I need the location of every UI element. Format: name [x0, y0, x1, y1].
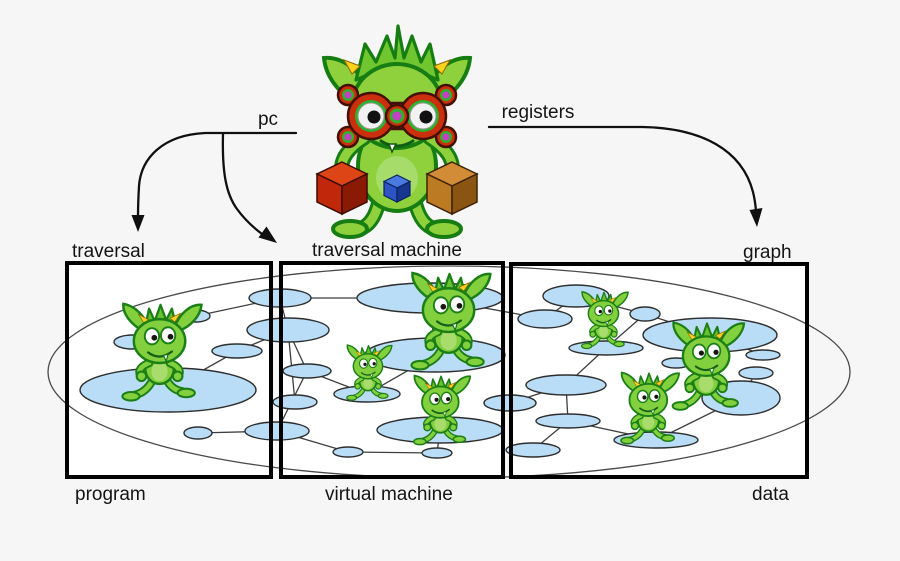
data-box — [509, 262, 809, 479]
graph-vertex-ellipse — [738, 366, 774, 380]
mascot-blue-cube — [382, 174, 412, 203]
graph-vertex-ellipse — [568, 340, 644, 356]
virtual-machine-label: virtual machine — [325, 484, 453, 505]
graph-vertex-ellipse — [183, 426, 213, 440]
mascot-red-cube — [315, 161, 369, 216]
graph-vertex-ellipse — [244, 421, 310, 441]
program-label: program — [75, 484, 146, 505]
graph-label: graph — [743, 242, 792, 263]
graph-vertex-ellipse — [517, 309, 573, 329]
graph-vertex-ellipse — [535, 413, 601, 429]
graph-vertex-ellipse — [332, 446, 364, 458]
graph-vertex-ellipse — [525, 374, 607, 396]
graph-vertices — [79, 282, 781, 459]
data-label: data — [752, 484, 789, 505]
registers-label: registers — [502, 102, 575, 123]
graph-vertex-ellipse — [211, 343, 263, 359]
traversal-machine-label: traversal machine — [312, 240, 462, 261]
program-box — [65, 261, 273, 479]
graph-vertex-ellipse — [629, 306, 661, 322]
registers-pointer — [487, 125, 763, 227]
graph-vertex-ellipse — [745, 349, 781, 361]
graph-vertex-ellipse — [505, 442, 561, 458]
pc-label: pc — [258, 109, 278, 130]
gremlin-machine-mascot — [315, 24, 479, 239]
virtual-machine-box — [279, 261, 505, 479]
graph-vertex-ellipse — [246, 317, 330, 343]
traversal-label: traversal — [72, 241, 145, 262]
graph-vertex-ellipse — [421, 447, 453, 459]
graph-vertex-ellipse — [282, 363, 332, 379]
pc-pointer — [131, 131, 298, 243]
mascot-brown-cube — [425, 161, 479, 216]
mascot-goggles — [336, 83, 458, 149]
